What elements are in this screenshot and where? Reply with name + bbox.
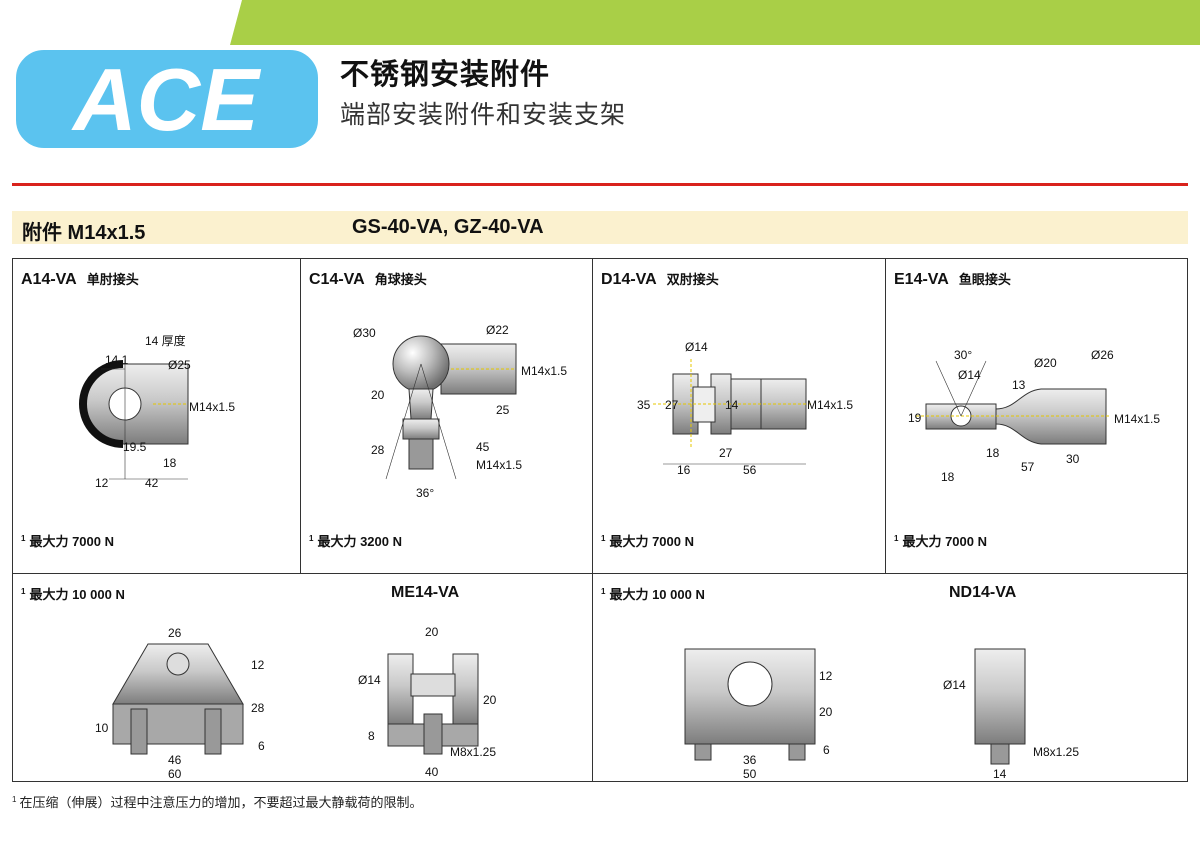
- svg-text:M14x1.5: M14x1.5: [521, 364, 567, 378]
- model-me14: ME14-VA: [391, 584, 460, 601]
- svg-text:19: 19: [908, 411, 922, 425]
- page-title: 不锈钢安装附件: [340, 59, 551, 91]
- svg-text:M8x1.25: M8x1.25: [1033, 745, 1079, 759]
- svg-text:Ø30: Ø30: [353, 326, 376, 340]
- svg-text:19.5: 19.5: [123, 440, 147, 454]
- svg-text:14 厚度: 14 厚度: [145, 333, 186, 348]
- svg-text:Ø14: Ø14: [358, 673, 381, 687]
- logo-text: ACE: [71, 50, 261, 149]
- header-green-band: [230, 0, 1200, 45]
- drawing-a14: 14 厚度 14.1 Ø25 M14x1.5 19.5 18 12 42: [79, 333, 235, 490]
- svg-text:Ø14: Ø14: [958, 368, 981, 382]
- svg-text:30: 30: [1066, 452, 1080, 466]
- svg-text:57: 57: [1021, 460, 1035, 474]
- svg-text:Ø26: Ø26: [1091, 348, 1114, 362]
- svg-text:Ø25: Ø25: [168, 358, 191, 372]
- drawing-d14: Ø14 35 27 14 M14x1.5 27 16 56: [637, 340, 853, 477]
- svg-text:36°: 36°: [416, 486, 434, 500]
- svg-text:14.1: 14.1: [105, 353, 129, 367]
- svg-text:27: 27: [719, 446, 733, 460]
- svg-text:8: 8: [368, 729, 375, 743]
- svg-text:10: 10: [95, 721, 109, 735]
- svg-text:16: 16: [677, 463, 691, 477]
- svg-text:M14x1.5: M14x1.5: [1114, 412, 1160, 426]
- svg-text:28: 28: [251, 701, 265, 715]
- model-nd14: ND14-VA: [949, 584, 1017, 601]
- svg-text:30°: 30°: [954, 348, 972, 362]
- svg-text:25: 25: [496, 403, 510, 417]
- section-thread: 附件 M14x1.5: [22, 222, 146, 244]
- svg-text:12: 12: [251, 658, 265, 672]
- page-subtitle: 端部安装附件和安装支架: [340, 101, 627, 129]
- svg-text:Ø20: Ø20: [1034, 356, 1057, 370]
- svg-text:14: 14: [993, 767, 1007, 779]
- svg-text:M14x1.5: M14x1.5: [807, 398, 853, 412]
- svg-text:36: 36: [743, 753, 757, 767]
- svg-text:M8x1.25: M8x1.25: [450, 745, 496, 759]
- svg-text:13: 13: [1012, 378, 1026, 392]
- svg-text:50: 50: [743, 767, 757, 779]
- drawing-me14: 26 12 28 10 6 46 60 20 Ø14 20 8 M8x1.25 …: [95, 625, 497, 779]
- svg-text:20: 20: [819, 705, 833, 719]
- svg-text:14: 14: [725, 398, 739, 412]
- red-divider: [12, 183, 1188, 186]
- svg-text:46: 46: [168, 753, 182, 767]
- svg-text:60: 60: [168, 767, 182, 779]
- svg-text:26: 26: [168, 626, 182, 640]
- section-bar: 附件 M14x1.5 GS-40-VA, GZ-40-VA: [12, 211, 1188, 244]
- drawing-e14: 30° Ø14 Ø20 Ø26 13 19 M14x1.5 18 18 57 3…: [908, 348, 1160, 484]
- svg-text:12: 12: [819, 669, 833, 683]
- svg-text:40: 40: [425, 765, 439, 779]
- svg-text:18: 18: [986, 446, 1000, 460]
- svg-text:42: 42: [145, 476, 159, 490]
- svg-text:45: 45: [476, 440, 490, 454]
- drawing-c14: Ø30 Ø22 M14x1.5 20 25 28 45 M14x1.5 36°: [353, 323, 567, 500]
- drawing-nd14: 12 20 6 36 50 Ø14 M8x1.25 14: [684, 648, 1079, 779]
- svg-text:6: 6: [823, 743, 830, 757]
- svg-text:35: 35: [637, 398, 651, 412]
- svg-text:56: 56: [743, 463, 757, 477]
- svg-text:Ø22: Ø22: [486, 323, 509, 337]
- svg-text:12: 12: [95, 476, 109, 490]
- section-models: GS-40-VA, GZ-40-VA: [352, 216, 544, 238]
- svg-text:27: 27: [665, 398, 679, 412]
- svg-text:Ø14: Ø14: [943, 678, 966, 692]
- svg-text:20: 20: [425, 625, 439, 639]
- svg-text:20: 20: [483, 693, 497, 707]
- svg-text:18: 18: [941, 470, 955, 484]
- svg-text:18: 18: [163, 456, 177, 470]
- svg-text:M14x1.5: M14x1.5: [476, 458, 522, 472]
- ace-logo: ACE: [12, 46, 322, 152]
- svg-text:M14x1.5: M14x1.5: [189, 400, 235, 414]
- svg-text:20: 20: [371, 388, 385, 402]
- svg-text:Ø14: Ø14: [685, 340, 708, 354]
- svg-text:6: 6: [258, 739, 265, 753]
- svg-text:28: 28: [371, 443, 385, 457]
